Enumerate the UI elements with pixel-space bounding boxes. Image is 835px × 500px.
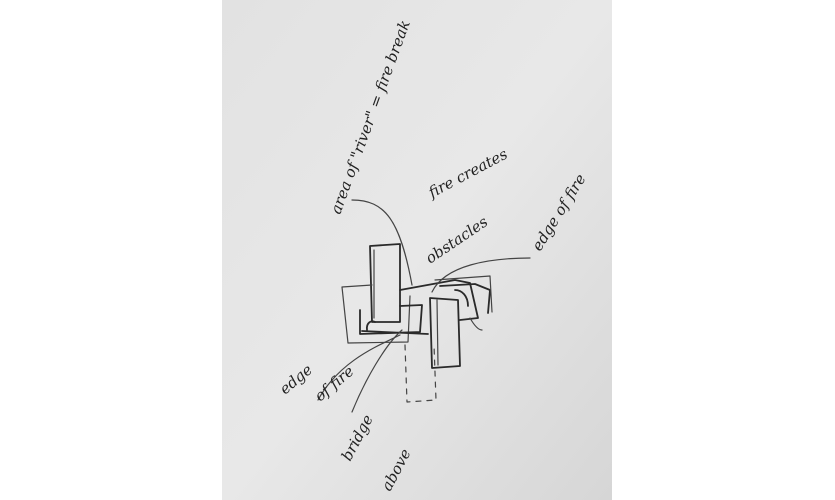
upper-right-outline [434,275,493,313]
sketch-drawing [317,199,531,413]
leader-river [351,199,413,286]
upper-right-block [399,279,491,321]
left-block [341,284,411,344]
band-curl [366,320,376,331]
right-block [429,297,461,369]
paper-sheet [222,0,612,500]
horizontal-band [359,304,429,335]
leader-edge-right [431,257,531,293]
upper-right-curve [454,289,469,307]
tall-block [369,243,401,323]
bridge-dashed-block [404,344,437,403]
edge-tick [469,317,483,331]
right-block-inner-line [436,299,439,366]
leader-edge-left [317,334,401,401]
leader-bridge [351,329,403,413]
